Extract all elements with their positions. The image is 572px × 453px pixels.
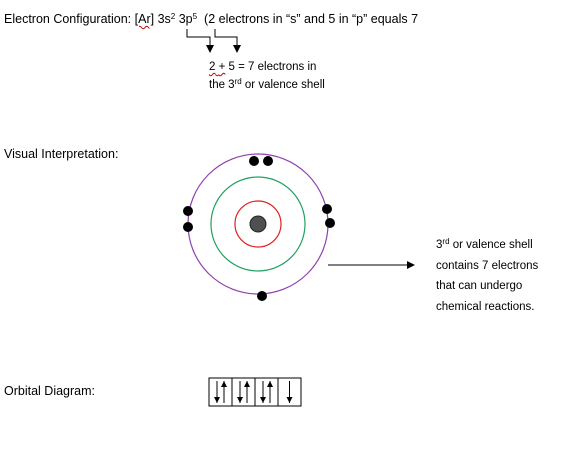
- config-label: Electron Configuration:: [4, 12, 135, 26]
- spin-up-arrow: [244, 381, 250, 403]
- spin-down-arrow: [260, 381, 266, 403]
- orbital-heading: Orbital Diagram:: [4, 384, 95, 398]
- s-bracket-arrow: [186, 29, 214, 53]
- valence-electron: [183, 222, 193, 232]
- atom-model: [183, 153, 335, 301]
- spin-up-arrow: [221, 381, 227, 403]
- callout-line-2: contains 7 electrons: [436, 260, 539, 272]
- spin-down-arrow: [286, 381, 293, 403]
- spin-down-arrow: [237, 381, 243, 403]
- callout-line-4: chemical reactions.: [436, 301, 535, 313]
- electron-configuration-line: Electron Configuration: [Ar] 3s2 3p5 (2 …: [4, 12, 418, 27]
- valence-electron: [322, 204, 332, 214]
- valence-electron: [183, 206, 193, 216]
- config-note: (2 electrons in “s” and 5 in “p” equals …: [204, 12, 419, 26]
- valence-electron: [263, 156, 273, 166]
- s-orbital-notation: 3s2: [157, 12, 176, 26]
- orbital-box-3p: [231, 377, 256, 407]
- p-bracket-arrow: [214, 29, 241, 53]
- core-notation: [Ar]: [134, 12, 155, 26]
- spin-up-arrow: [267, 381, 273, 403]
- callout-line-1: 3rd or valence shell: [436, 237, 533, 252]
- nucleus: [249, 215, 267, 233]
- sum-rest: 5 = 7 electrons in: [225, 61, 317, 73]
- spin-down-arrow: [214, 381, 220, 403]
- orbital-box-3p: [254, 377, 279, 407]
- sum-line-2: the 3rd or valence shell: [209, 77, 325, 92]
- valence-electron: [249, 156, 259, 166]
- second-shell-ring: [210, 176, 306, 272]
- p-orbital-notation: 3p5: [178, 12, 198, 26]
- visual-heading: Visual Interpretation:: [4, 147, 119, 161]
- valence-electron: [257, 291, 267, 301]
- orbital-box-3s: [208, 377, 233, 407]
- sum-line-1: 2 + 5 = 7 electrons in: [209, 60, 316, 74]
- first-shell-ring: [234, 200, 282, 248]
- valence-electron: [325, 218, 335, 228]
- orbital-diagram: [208, 377, 302, 407]
- callout-line-3: that can undergo: [436, 280, 523, 292]
- sum-term-a: 2 +: [209, 61, 226, 73]
